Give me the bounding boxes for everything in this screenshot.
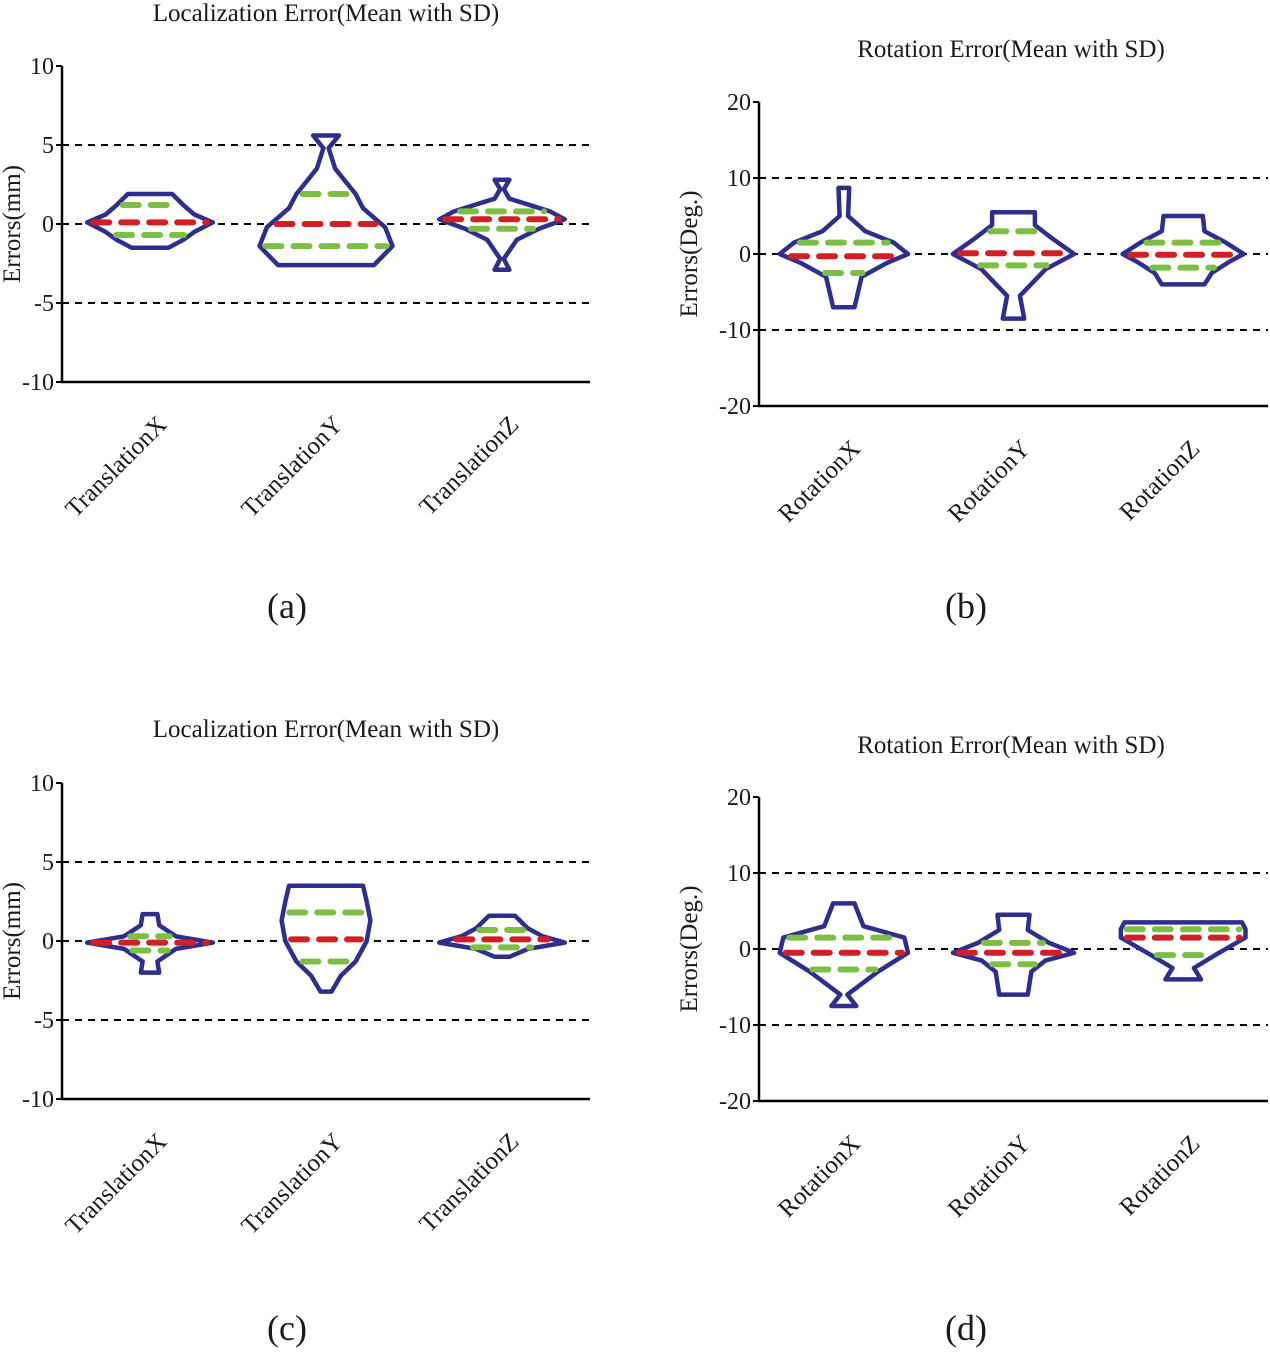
chart-title: Localization Error(Mean with SD) xyxy=(153,0,499,27)
y-axis-label: Errors(mm) xyxy=(0,165,26,283)
panel-label: (b) xyxy=(945,586,987,626)
violin-outline xyxy=(1120,213,1246,287)
y-axis-label: Errors(Deg.) xyxy=(676,190,703,317)
x-category-label: TranslationZ xyxy=(414,411,524,521)
x-category-label: RotationX xyxy=(773,1130,866,1223)
chart-title: Rotation Error(Mean with SD) xyxy=(857,36,1165,63)
y-tick-label: -5 xyxy=(34,1008,54,1034)
x-category-label: TranslationZ xyxy=(414,1128,524,1238)
y-tick-label: -10 xyxy=(719,318,751,344)
y-tick-label: 20 xyxy=(727,785,751,811)
y-tick-label: 10 xyxy=(30,54,54,80)
x-category-label: RotationZ xyxy=(1115,435,1206,526)
violin-outline xyxy=(777,185,911,310)
chart-title: Localization Error(Mean with SD) xyxy=(153,716,499,743)
x-category-label: RotationY xyxy=(943,435,1036,528)
panel-label: (c) xyxy=(267,1308,307,1348)
y-axis-label: Errors(Deg.) xyxy=(676,885,703,1012)
y-tick-label: 0 xyxy=(42,212,54,238)
y-tick-label: -10 xyxy=(719,1013,751,1039)
y-tick-label: -10 xyxy=(22,1087,54,1113)
y-tick-label: 5 xyxy=(42,133,54,159)
y-tick-label: 10 xyxy=(727,861,751,887)
y-tick-label: -20 xyxy=(719,394,751,420)
violin-outline xyxy=(257,133,395,268)
y-tick-label: 5 xyxy=(42,850,54,876)
y-tick-label: 0 xyxy=(739,937,751,963)
x-category-label: RotationY xyxy=(943,1130,1036,1223)
x-category-label: RotationZ xyxy=(1115,1130,1206,1221)
panel-a: Localization Error(Mean with SD) Errors(… xyxy=(0,0,590,626)
panel-c: Localization Error(Mean with SD) Errors(… xyxy=(0,716,590,1348)
chart-title: Rotation Error(Mean with SD) xyxy=(857,732,1165,759)
panel-label: (d) xyxy=(945,1308,987,1348)
x-category-label: TranslationX xyxy=(60,1128,172,1240)
x-category-label: TranslationY xyxy=(236,1128,348,1240)
x-category-label: RotationX xyxy=(773,435,866,528)
violin-outline xyxy=(436,177,568,273)
x-category-label: TranslationX xyxy=(60,411,172,523)
y-tick-label: -10 xyxy=(22,370,54,396)
y-tick-label: 10 xyxy=(727,166,751,192)
y-tick-label: 10 xyxy=(30,771,54,797)
y-tick-label: 0 xyxy=(42,929,54,955)
panel-label: (a) xyxy=(267,586,307,626)
panel-d: Rotation Error(Mean with SD) Errors(Deg.… xyxy=(676,732,1268,1348)
y-tick-label: -5 xyxy=(34,291,54,317)
y-tick-label: 0 xyxy=(739,242,751,268)
x-category-label: TranslationY xyxy=(236,411,348,523)
panel-b: Rotation Error(Mean with SD) Errors(Deg.… xyxy=(676,36,1268,626)
y-axis-label: Errors(mm) xyxy=(0,882,26,1000)
violin-outline xyxy=(436,913,568,960)
y-tick-label: 20 xyxy=(727,90,751,116)
y-tick-label: -20 xyxy=(719,1089,751,1115)
